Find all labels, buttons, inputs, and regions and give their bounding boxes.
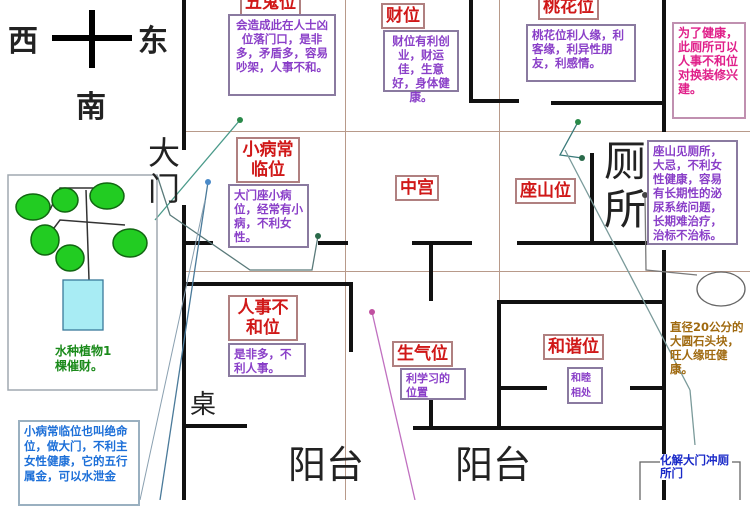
balcony-label: 阳台 xyxy=(455,443,532,487)
wall xyxy=(517,241,665,245)
room-desc: 财位有利创业，财运佳，生意好，身体健康。 xyxy=(383,30,459,104)
wall xyxy=(429,241,433,301)
plant-icon xyxy=(15,182,148,281)
room-title: 和谐位 xyxy=(543,334,604,360)
wall xyxy=(469,99,519,103)
room-title: 人事不和位 xyxy=(228,295,298,341)
wall xyxy=(182,205,186,500)
compass-west: 西 xyxy=(8,24,38,59)
room-desc: 桃花位利人缘，利客缘，利异性朋友，利感情。 xyxy=(526,24,636,82)
wall xyxy=(551,101,664,105)
wall xyxy=(183,282,353,286)
wall xyxy=(497,300,665,304)
wall xyxy=(469,0,473,102)
wall xyxy=(182,0,186,150)
wall xyxy=(662,250,666,500)
balcony-label: 阳台 xyxy=(288,443,365,487)
grid-line xyxy=(183,271,750,272)
wall xyxy=(318,241,348,245)
wall xyxy=(662,0,666,132)
wall xyxy=(630,386,665,390)
plant-note: 水种植物1棵催财。 xyxy=(55,344,112,373)
room-desc: 是非多，不利人事。 xyxy=(228,343,306,377)
wall xyxy=(349,282,353,352)
wall xyxy=(590,153,594,243)
sickness-note: 小病常临位也叫绝命位，做大门，不利主女性健康，它的五行属金，可以水泄金 xyxy=(18,420,140,506)
room-title: 生气位 xyxy=(392,341,453,367)
room-desc: 座山见厕所，大忌，不利女性健康，容易有长期性的泌尿系统问题，长期难治疗，治标不治… xyxy=(647,140,738,245)
center-label: 中宫 xyxy=(395,175,439,201)
stone-note: 直径20公分的大圆石头块，旺人缘旺健康。 xyxy=(670,320,744,376)
wall xyxy=(183,241,213,245)
health-note: 为了健康，此厕所可以人事不和位对换装修兴建。 xyxy=(672,22,746,119)
room-desc: 和睦相处 xyxy=(567,367,603,404)
room-title: 座山位 xyxy=(515,178,576,204)
wall xyxy=(412,241,472,245)
resolve-note: 化解大门冲厕所门 xyxy=(660,454,732,480)
room-desc: 会造成此在人士凶位落门口，是非多，矛盾多，容易吵架，人事不和。 xyxy=(228,14,336,96)
grid-line xyxy=(499,0,500,430)
room-title: 小病常临位 xyxy=(236,137,300,183)
room-title: 桃花位 xyxy=(538,0,599,20)
water-vase-icon xyxy=(62,279,104,331)
wall xyxy=(429,400,433,428)
wall xyxy=(183,424,247,428)
compass-south: 南 xyxy=(76,90,106,125)
grid-line xyxy=(183,131,750,132)
toilet-label: 厕所 xyxy=(604,137,647,234)
desk-label: 桌 xyxy=(190,390,217,420)
wall xyxy=(413,426,666,430)
room-desc: 利学习的位置 xyxy=(400,368,466,400)
grid-line xyxy=(345,0,346,500)
room-desc: 大门座小病位，经常有小病，不利女性。 xyxy=(228,184,309,248)
wall xyxy=(497,300,501,428)
wall xyxy=(497,386,547,390)
room-title: 财位 xyxy=(381,3,425,29)
door-label: 大门 xyxy=(148,134,181,208)
compass-east: 东 xyxy=(138,24,168,59)
